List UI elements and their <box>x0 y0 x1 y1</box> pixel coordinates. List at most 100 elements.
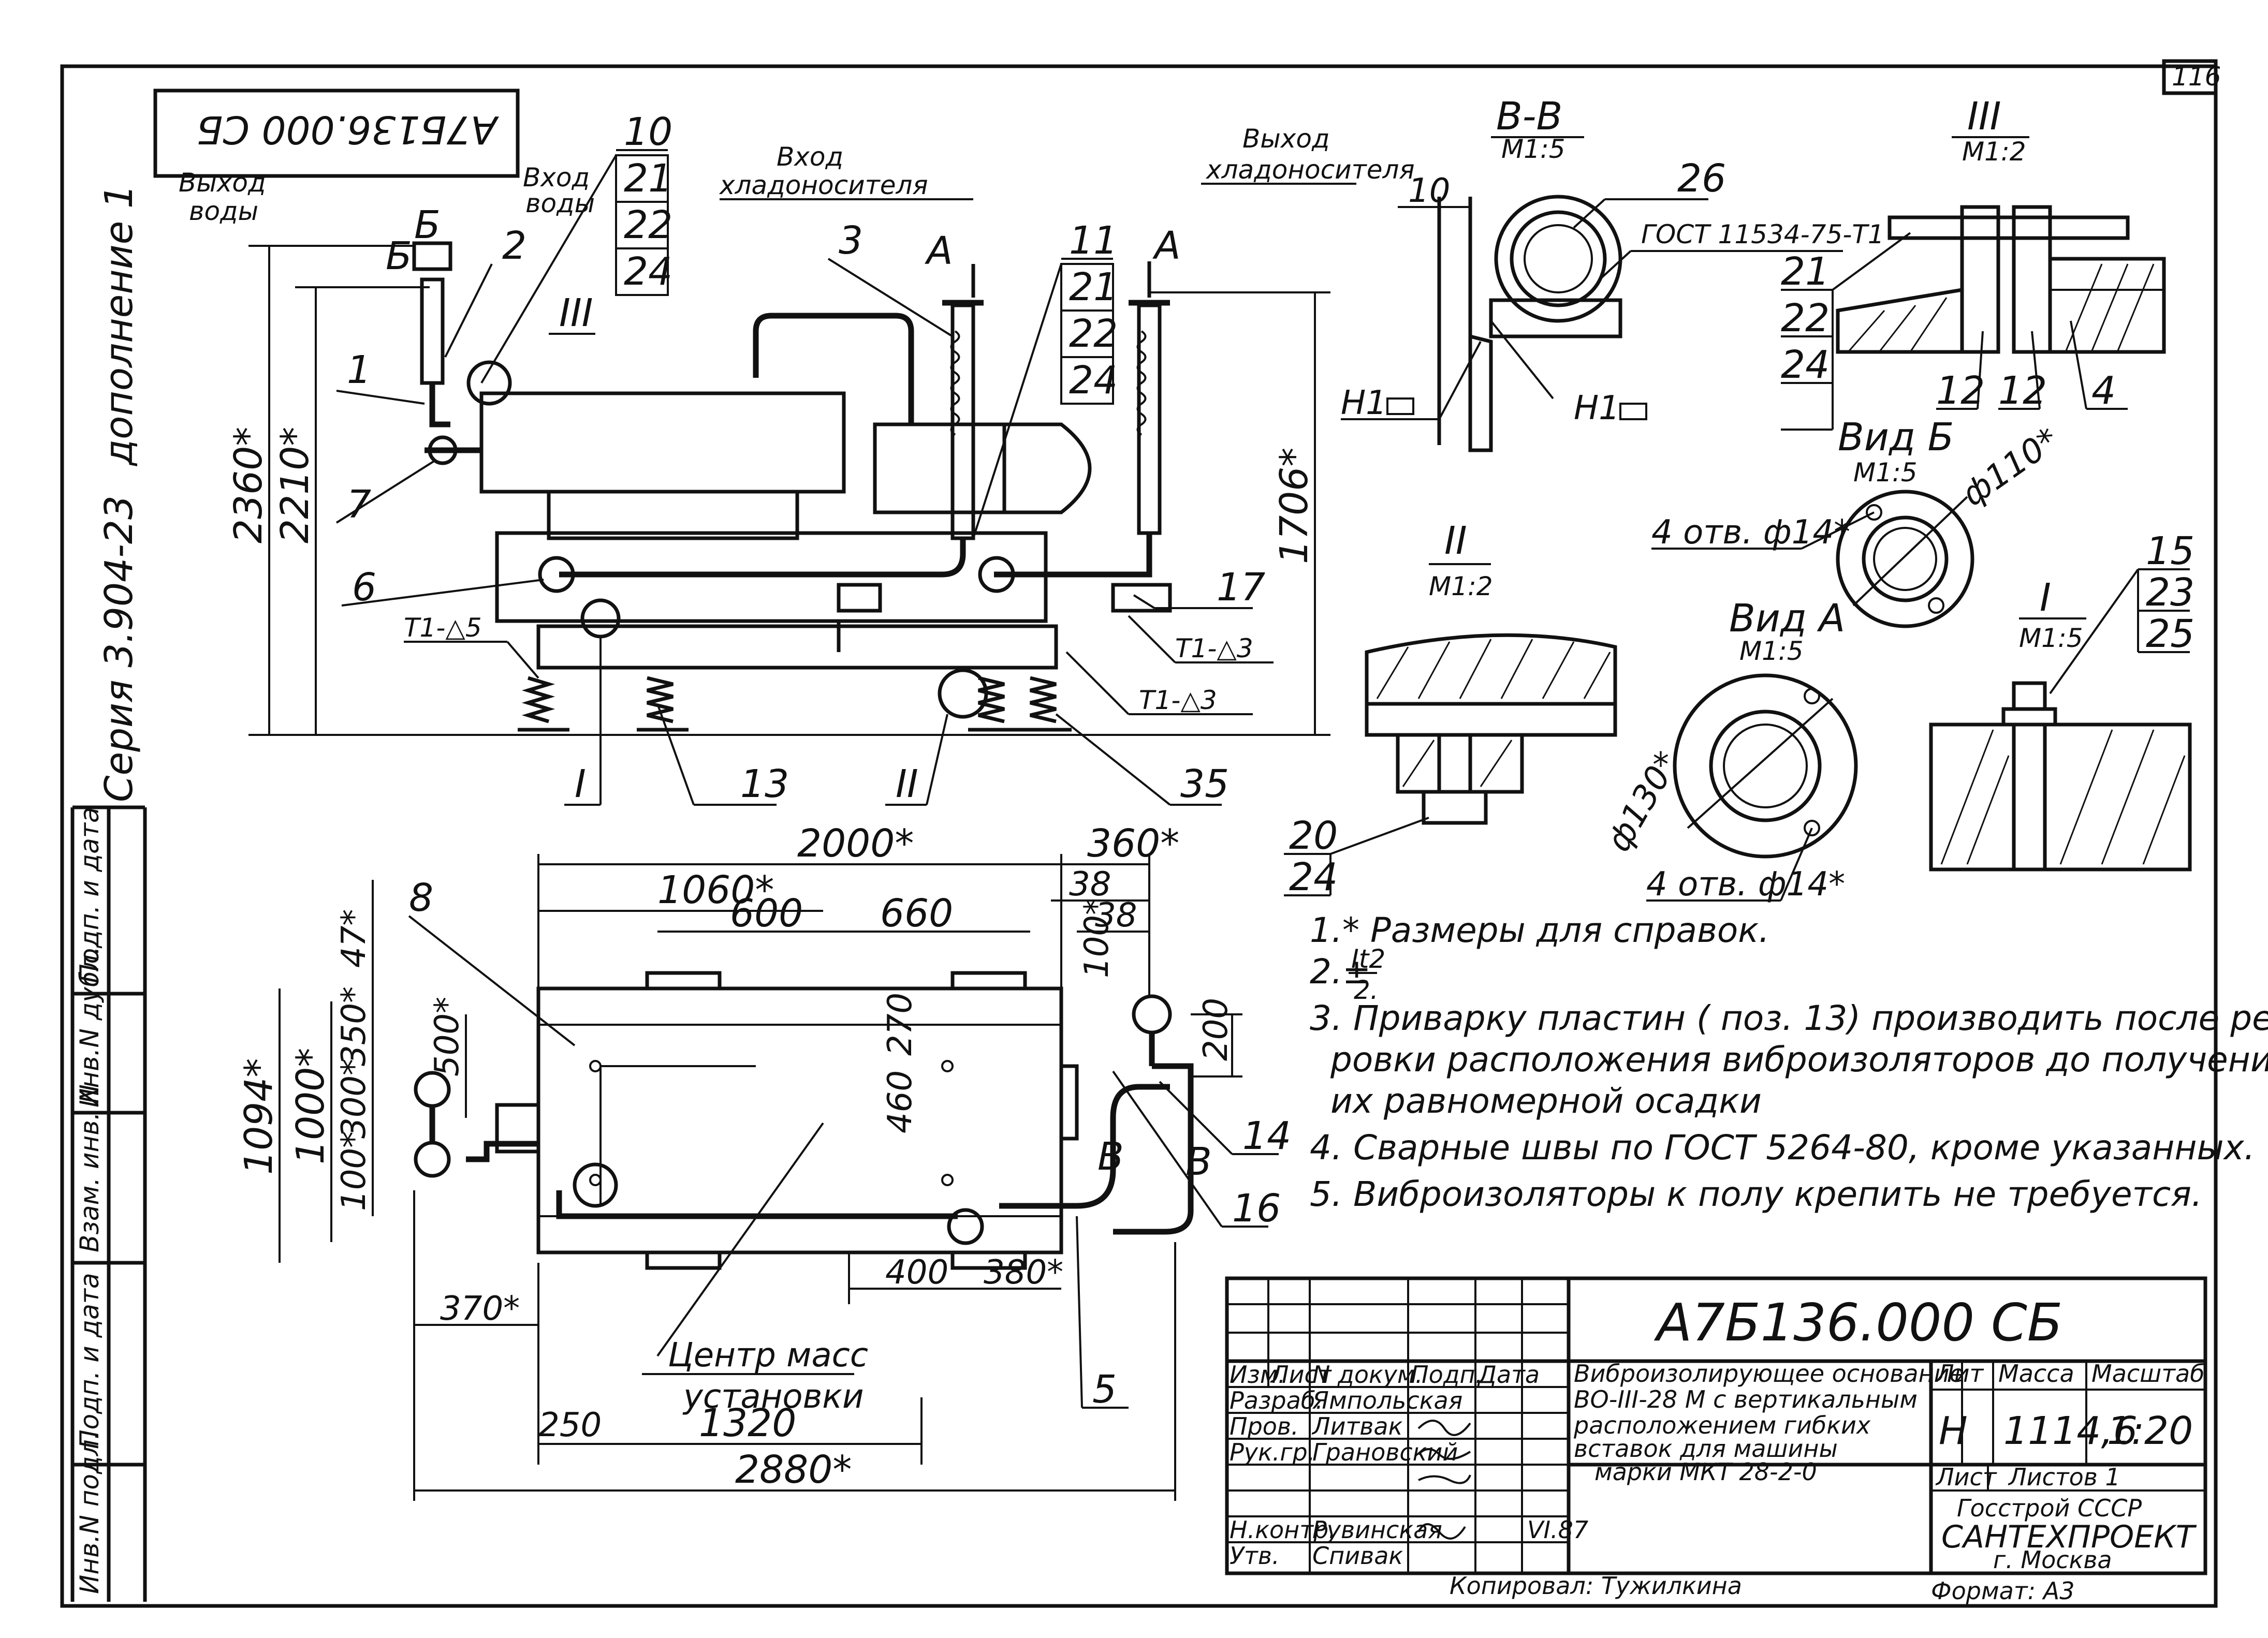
section-v-right: В <box>1186 1140 1212 1184</box>
detail-bb-h1b: Н1 <box>1574 389 1620 427</box>
tb-role-4: Н.контр. <box>1230 1516 1336 1544</box>
dim-360: 360* <box>1087 821 1179 866</box>
weld-mark-1: Т1-△5 <box>404 613 482 643</box>
section-a-left: А <box>925 229 953 273</box>
detail-vid-a-dia: ф130* <box>1600 745 1687 858</box>
dim-370: 370* <box>440 1290 520 1328</box>
section-b-side: Б <box>386 234 412 278</box>
detail-i-title: I <box>2040 575 2051 620</box>
tb-name-1: Ямпольская <box>1312 1386 1462 1414</box>
dim-2360: 2360* <box>226 427 271 543</box>
detail-bb-scale: М1:5 <box>1501 134 1565 164</box>
tb-name-line3: расположением гибких <box>1573 1411 1871 1439</box>
dim-380: 380* <box>984 1253 1063 1292</box>
tb-org-3: г. Москва <box>1993 1546 2112 1574</box>
detail-vid-b-scale: М1:5 <box>1853 458 1918 488</box>
dim-300: 300* <box>335 1059 373 1139</box>
tb-h-ndok: N докум. <box>1312 1361 1423 1389</box>
tb-sheet-label: Лист <box>1935 1463 1997 1491</box>
detail-iii-4: 4 <box>2091 368 2116 413</box>
callout-III: III <box>559 291 593 335</box>
weld-mark-3: Т1-△3 <box>1139 685 1217 715</box>
detail-iii-22: 22 <box>1781 296 1830 341</box>
detail-i-scale: М1:5 <box>2019 623 2083 653</box>
dim-47: 47* <box>335 909 373 968</box>
detail-i-15: 15 <box>2146 529 2194 573</box>
note-4: 4. Сварные швы по ГОСТ 5264-80, кроме ук… <box>1310 1128 2255 1168</box>
label-coolant-out: Выход <box>1242 124 1330 154</box>
detail-ii-scale: М1:2 <box>1429 571 1493 601</box>
detail-i-25: 25 <box>2146 612 2194 656</box>
tb-lit-label: Лит <box>1935 1360 1984 1388</box>
callout-3: 3 <box>839 218 863 263</box>
callout-1: 1 <box>347 348 371 392</box>
callout-5: 5 <box>1092 1367 1117 1412</box>
section-b-top: Б <box>414 203 441 247</box>
callout-II: II <box>896 762 918 806</box>
detail-iii: III М1:2 21 22 24 12 12 4 <box>1781 94 2166 431</box>
tb-name-3: Грановский <box>1312 1438 1458 1466</box>
tb-name-line2: ВО-III-28 М с вертикальным <box>1574 1385 1918 1413</box>
weld-mark-2: Т1-△3 <box>1175 633 1253 663</box>
tb-scale-value: 1:20 <box>2107 1409 2193 1453</box>
tb-date-mark: VI.87 <box>1527 1516 1588 1544</box>
callout-16: 16 <box>1232 1186 1281 1231</box>
detail-bb-26: 26 <box>1677 156 1726 201</box>
tb-h-date: Дата <box>1477 1361 1540 1389</box>
margin-stamp-4: Инв.N дубл. <box>75 946 105 1108</box>
detail-iii-21: 21 <box>1781 249 1830 294</box>
detail-iii-scale: М1:2 <box>1962 137 2026 167</box>
note-2b: It2 <box>1351 944 1385 974</box>
tb-role-3: Рук.гр. <box>1230 1438 1315 1466</box>
dim-1706: 1706* <box>1272 448 1316 564</box>
dim-660: 660 <box>880 891 953 936</box>
dim-500: 500* <box>428 997 466 1076</box>
page-number: 116 <box>2172 62 2221 92</box>
tb-role-2: Пров. <box>1230 1412 1299 1440</box>
callout-2: 2 <box>502 224 526 268</box>
callout-22b: 22 <box>1069 312 1118 356</box>
label-water-out: Выход <box>179 168 266 198</box>
section-a-right: А <box>1152 224 1181 268</box>
center-mass-label: Центр масс <box>668 1336 868 1375</box>
note-3b: ровки расположения виброизоляторов до по… <box>1330 1040 2268 1080</box>
note-2c: 2. <box>1354 975 1379 1005</box>
callout-35: 35 <box>1180 762 1229 806</box>
label-water-out-2: воды <box>189 196 258 226</box>
main-view: 2360* 2210* 1706* Выход воды Вход воды В… <box>179 110 1415 806</box>
dim-1320: 1320 <box>699 1401 796 1445</box>
label-water-in: Вход <box>523 163 590 193</box>
margin-stamp-3: Взам. инв. N <box>75 1084 105 1252</box>
detail-iii-24: 24 <box>1781 343 1830 387</box>
tb-name-line5: марки МКТ 28-2-0 <box>1594 1458 1817 1486</box>
detail-bb-10: 10 <box>1408 172 1450 210</box>
detail-ii-title: II <box>1444 519 1467 563</box>
detail-vid-b: Вид Б М1:5 4 отв. ф14* ф110* <box>1651 415 2066 628</box>
tb-name-line1: Виброизолирующее основание <box>1574 1360 1964 1388</box>
tb-mass-value: 1114,6 <box>2003 1409 2138 1453</box>
detail-bb: В-В М1:5 10 26 ГОСТ 11534-75-Т1 Н1 Н1 <box>1341 94 1884 452</box>
detail-bb-gost: ГОСТ 11534-75-Т1 <box>1641 219 1884 249</box>
note-5: 5. Виброизоляторы к полу крепить не треб… <box>1310 1174 2202 1214</box>
tb-copied: Копировал: Тужилкина <box>1450 1572 1742 1600</box>
side-label-series: Серия 3.904-23 <box>97 495 141 802</box>
detail-vid-b-dia: ф110* <box>1955 421 2066 514</box>
margin-stamp-5: Подп. и дата <box>75 807 105 983</box>
dim-200: 200 <box>1197 998 1235 1061</box>
dim-2210: 2210* <box>273 427 317 543</box>
detail-ii-24: 24 <box>1289 855 1338 899</box>
plan-view: Центр масс установки 2000* 360* 1060* 60… <box>237 821 1291 1501</box>
note-2a: 2.± <box>1310 952 1371 992</box>
dim-270: 270 <box>881 993 919 1056</box>
dim-2880: 2880* <box>735 1448 852 1492</box>
tb-name-2: Литвак <box>1311 1412 1403 1440</box>
tb-h-podp: Подп. <box>1411 1361 1483 1389</box>
margin-stamp-1: Инв.N подл. <box>75 1432 105 1594</box>
detail-i-23: 23 <box>2146 570 2194 615</box>
dim-400: 400 <box>885 1253 948 1292</box>
tb-name-line4: вставок для машины <box>1574 1435 1838 1463</box>
note-3c: их равномерной осадки <box>1330 1081 1762 1121</box>
tb-role-1: Разраб. <box>1230 1386 1323 1414</box>
tb-sheets-label: Листов 1 <box>2008 1463 2120 1491</box>
